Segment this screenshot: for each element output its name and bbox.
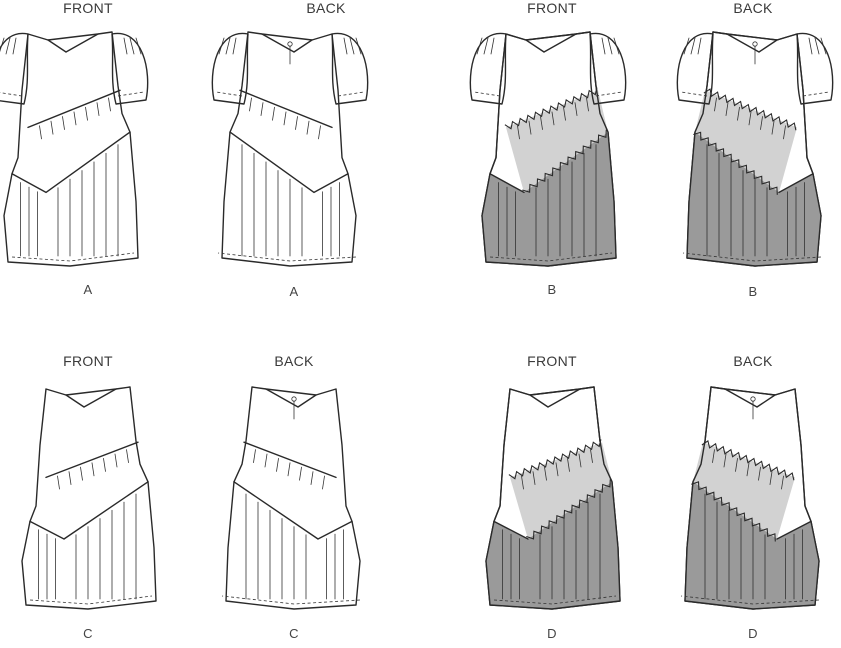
variant-label-c-front: C <box>83 626 93 641</box>
view-label-b-front: FRONT <box>527 0 577 16</box>
view-label-d-back: BACK <box>733 353 773 369</box>
variant-label-d-front: D <box>547 626 557 641</box>
garment-a-back <box>211 31 369 267</box>
garment-d-front <box>485 386 621 610</box>
garment-c-back <box>221 386 361 610</box>
variant-label-a-front: A <box>83 282 93 297</box>
garment-b-front <box>469 31 627 267</box>
view-label-a-back: BACK <box>306 0 346 16</box>
view-label-a-front: FRONT <box>63 0 113 16</box>
view-label-c-front: FRONT <box>63 353 113 369</box>
variant-label-b-back: B <box>748 284 758 299</box>
variant-label-c-back: C <box>289 626 299 641</box>
view-label-b-back: BACK <box>733 0 773 16</box>
garment-d-back <box>680 386 820 610</box>
view-label-c-back: BACK <box>274 353 314 369</box>
view-label-d-front: FRONT <box>527 353 577 369</box>
garment-b-back <box>676 31 834 267</box>
variant-label-d-back: D <box>748 626 758 641</box>
variant-label-b-front: B <box>547 282 557 297</box>
garment-c-front <box>21 386 157 610</box>
garment-a-front <box>0 31 149 267</box>
variant-label-a-back: A <box>289 284 299 299</box>
